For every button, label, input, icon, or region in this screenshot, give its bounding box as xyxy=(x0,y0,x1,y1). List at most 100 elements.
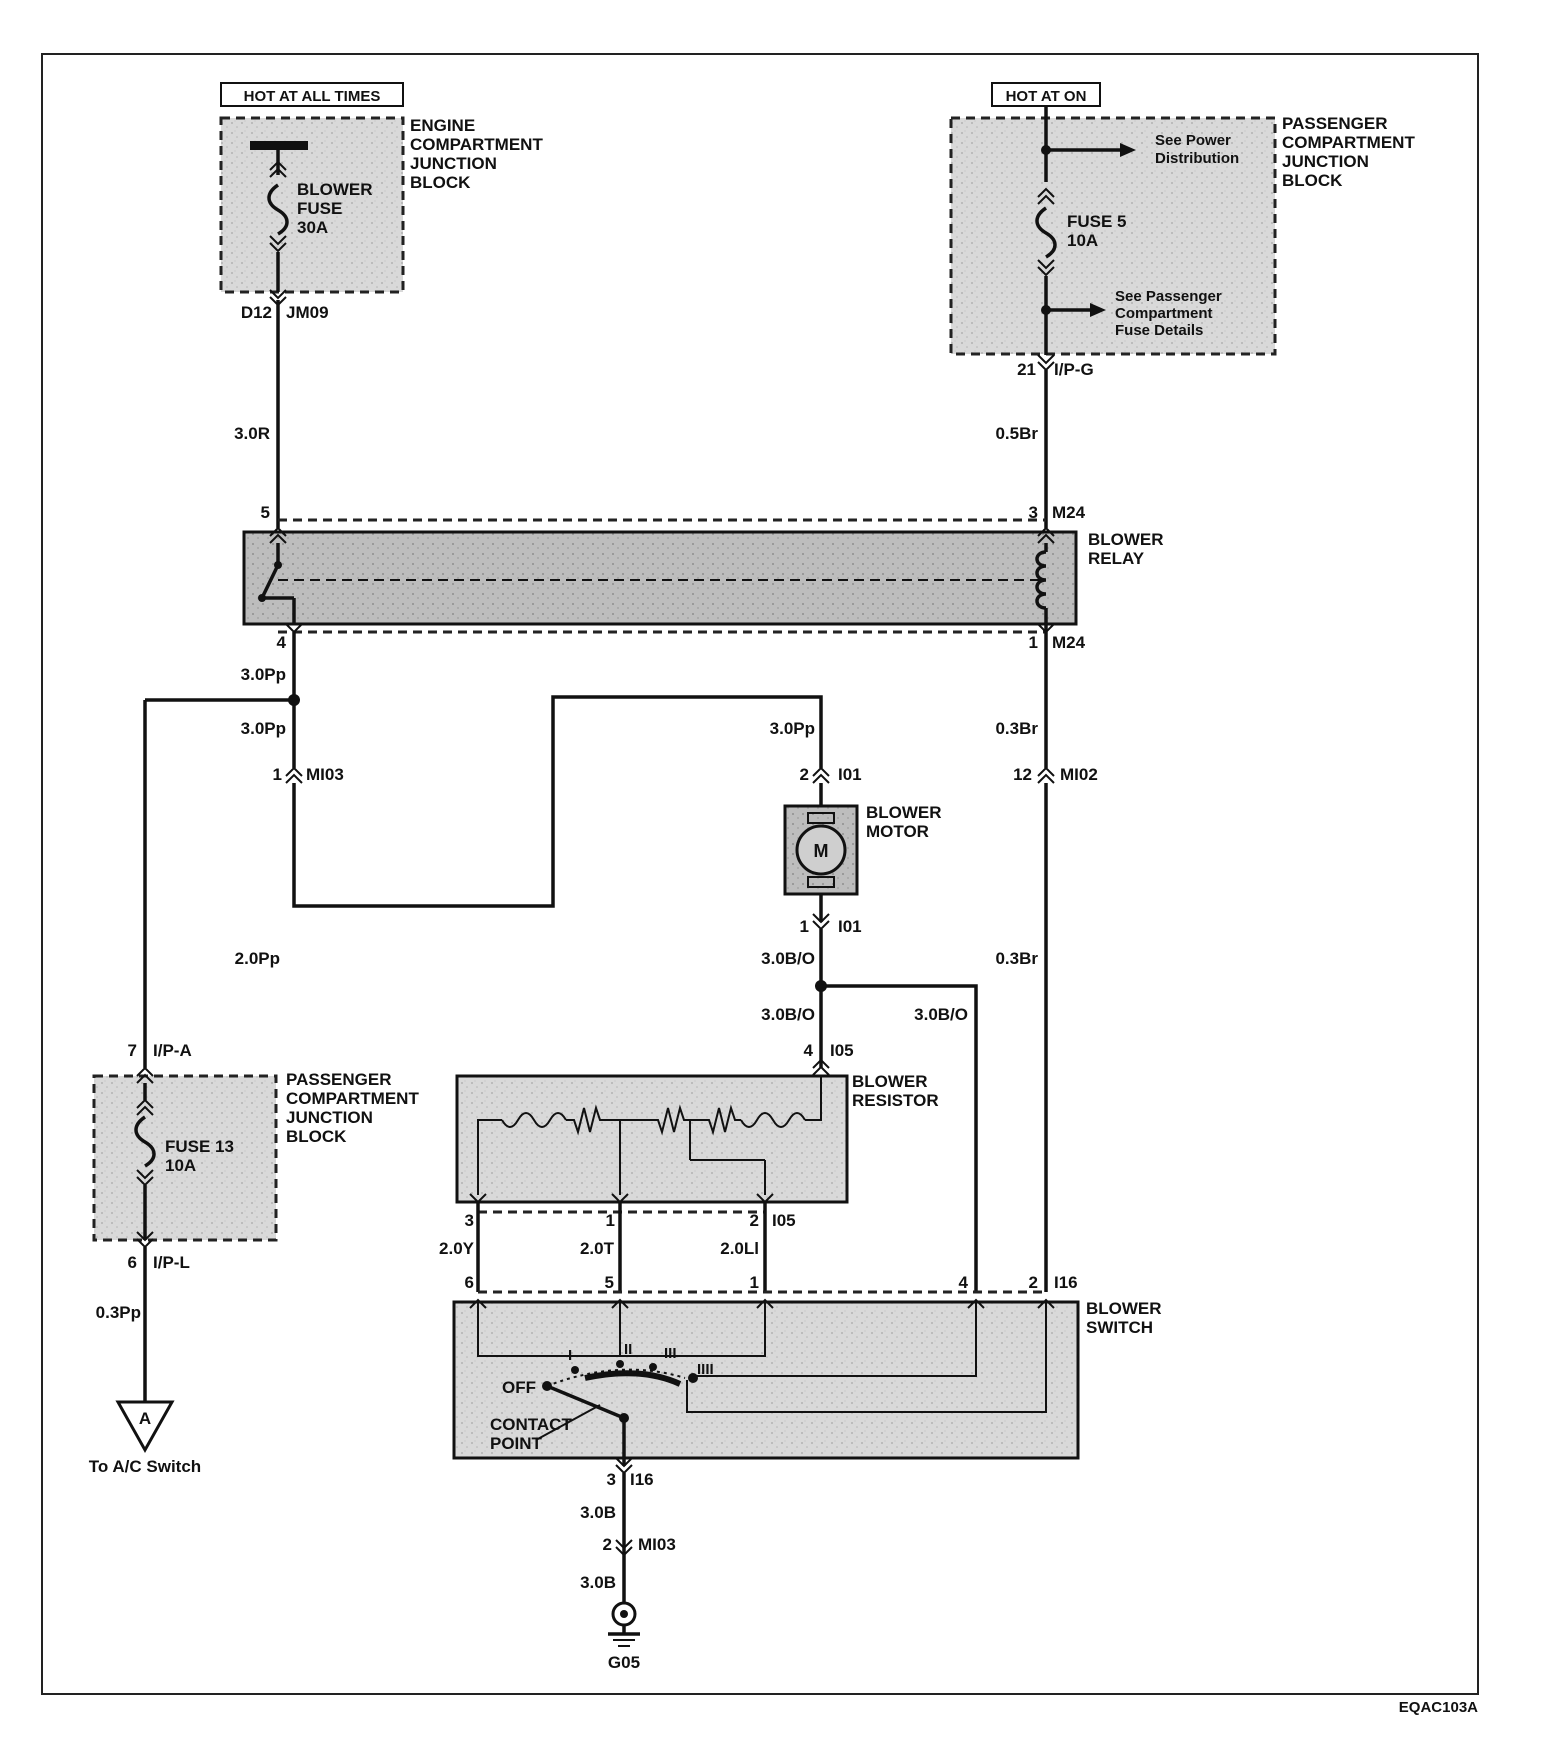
switch-pos-3: III xyxy=(664,1345,677,1362)
engine-jb-label-4: BLOCK xyxy=(410,173,471,192)
fuse13-label-1: FUSE 13 xyxy=(165,1137,234,1156)
hot-at-on-tag: HOT AT ON xyxy=(991,82,1101,107)
terminal-a-letter: A xyxy=(139,1409,151,1428)
switch-pin-6: 6 xyxy=(465,1273,474,1292)
engine-jb-label-2: COMPARTMENT xyxy=(410,135,543,154)
connector-i16-top: I16 xyxy=(1054,1273,1078,1292)
blower-resistor-box xyxy=(455,1074,849,1204)
wire-2-0y: 2.0Y xyxy=(439,1239,475,1258)
relay-switch-contact xyxy=(260,564,280,599)
wire-2-0pp: 2.0Pp xyxy=(235,949,280,968)
blower-relay-label-2: RELAY xyxy=(1088,549,1145,568)
fuse-bus-bar xyxy=(250,141,308,150)
engine-jb-label-1: ENGINE xyxy=(410,116,475,135)
blower-switch-label-1: BLOWER xyxy=(1086,1299,1162,1318)
i05-pin-4: 4 xyxy=(804,1041,814,1060)
fuse5-label-2: 10A xyxy=(1067,231,1098,250)
wire-2-0t: 2.0T xyxy=(580,1239,615,1258)
engine-jb-label-3: JUNCTION xyxy=(410,154,497,173)
mi03-pin-2: 2 xyxy=(603,1535,612,1554)
connector-i01-top: I01 xyxy=(838,765,862,784)
blower-motor-label-2: MOTOR xyxy=(866,822,929,841)
see-passenger-arrow-icon xyxy=(1090,303,1106,317)
passenger-jb-left-label-3: JUNCTION xyxy=(286,1108,373,1127)
connector-ipg: I/P-G xyxy=(1054,360,1094,379)
relay-pin-5: 5 xyxy=(261,503,270,522)
connector-i05-bottom: I05 xyxy=(772,1211,796,1230)
switch-pin-2: 2 xyxy=(1029,1273,1038,1292)
passenger-jb-left-label-4: BLOCK xyxy=(286,1127,347,1146)
ipl-pin-6: 6 xyxy=(128,1253,137,1272)
wire-3-0b-a: 3.0B xyxy=(580,1503,616,1522)
blower-fuse-label-1: BLOWER xyxy=(297,180,373,199)
connector-mi03-bottom: MI03 xyxy=(638,1535,676,1554)
blower-motor-label-1: BLOWER xyxy=(866,803,942,822)
wire-2-0li: 2.0Ll xyxy=(720,1239,759,1258)
fuse13-label-2: 10A xyxy=(165,1156,196,1175)
passenger-junction-block-left-box xyxy=(92,1074,278,1242)
blower-fuse-label-3: 30A xyxy=(297,218,328,237)
relay-connector-m24-top: M24 xyxy=(1052,503,1086,522)
wire-0-3br-b: 0.3Br xyxy=(995,949,1038,968)
connector-ipl: I/P-L xyxy=(153,1253,190,1272)
diagram-frame xyxy=(41,53,1479,1695)
resistor-pin-2: 2 xyxy=(750,1211,759,1230)
blower-relay-box xyxy=(242,530,1078,626)
ground-icon xyxy=(608,1601,640,1647)
terminal-a-icon xyxy=(115,1400,175,1454)
contact-point-label-1: CONTACT xyxy=(490,1415,572,1434)
mi02-pin-12: 12 xyxy=(1013,765,1032,784)
wire-3-0bo-a: 3.0B/O xyxy=(761,949,815,968)
wire-3-0bo-b: 3.0B/O xyxy=(761,1005,815,1024)
blower-resistor-label-1: BLOWER xyxy=(852,1072,928,1091)
wire-0-5br: 0.5Br xyxy=(995,424,1038,443)
passenger-jb-top-label-4: BLOCK xyxy=(1282,171,1343,190)
wire-3-0b-b: 3.0B xyxy=(580,1573,616,1592)
passenger-jb-left-label-1: PASSENGER xyxy=(286,1070,392,1089)
connector-i05-top: I05 xyxy=(830,1041,854,1060)
relay-connector-m24-bottom: M24 xyxy=(1052,633,1086,652)
passenger-jb-top-label-1: PASSENGER xyxy=(1282,114,1388,133)
switch-off-label: OFF xyxy=(502,1378,536,1397)
switch-pin-1: 1 xyxy=(750,1273,759,1292)
i16-pin-3: 3 xyxy=(607,1470,616,1489)
switch-pos-4: IIII xyxy=(697,1361,714,1378)
motor-icon xyxy=(795,824,847,876)
connector-jm09: JM09 xyxy=(286,303,329,322)
passenger-junction-block-top-box xyxy=(949,116,1277,356)
ground-label: G05 xyxy=(608,1653,640,1672)
hot-at-all-times-tag: HOT AT ALL TIMES xyxy=(220,82,404,107)
connector-ipa: I/P-A xyxy=(153,1041,192,1060)
motor-symbol: M xyxy=(814,841,829,861)
connector-mi02: MI02 xyxy=(1060,765,1098,784)
hot-at-all-times-label: HOT AT ALL TIMES xyxy=(244,88,381,105)
blower-switch-label-2: SWITCH xyxy=(1086,1318,1153,1337)
diagram-id: EQAC103A xyxy=(1399,1699,1478,1716)
passenger-jb-top-label-2: COMPARTMENT xyxy=(1282,133,1415,152)
connector-mi03: MI03 xyxy=(306,765,344,784)
blower-fuse-label-2: FUSE xyxy=(297,199,342,218)
passenger-jb-left-label-2: COMPARTMENT xyxy=(286,1089,419,1108)
wire-0-3br-a: 0.3Br xyxy=(995,719,1038,738)
relay-coil-icon xyxy=(1035,550,1047,610)
see-power-arrow-icon xyxy=(1120,143,1136,157)
switch-pin-4: 4 xyxy=(959,1273,969,1292)
ipa-pin-7: 7 xyxy=(128,1041,137,1060)
resistor-pin-3: 3 xyxy=(465,1211,474,1230)
connector-i16-bottom: I16 xyxy=(630,1470,654,1489)
mi03-pin-1: 1 xyxy=(273,765,282,784)
fuse5-label-1: FUSE 5 xyxy=(1067,212,1127,231)
resistor-network-icon xyxy=(477,1075,822,1195)
wire-3-0pp-a: 3.0Pp xyxy=(241,665,286,684)
relay-pin-1: 1 xyxy=(1029,633,1038,652)
passenger-jb-top-label-3: JUNCTION xyxy=(1282,152,1369,171)
see-power-label-1: See Power xyxy=(1155,132,1231,149)
connector-21: 21 xyxy=(1017,360,1036,379)
fuse13-icon xyxy=(134,1115,156,1168)
blower-resistor-label-2: RESISTOR xyxy=(852,1091,939,1110)
switch-pos-1: I xyxy=(568,1347,572,1364)
wire-3-0pp-c: 3.0Pp xyxy=(770,719,815,738)
wire-3-0bo-c: 3.0B/O xyxy=(914,1005,968,1024)
see-passenger-label-3: Fuse Details xyxy=(1115,322,1203,339)
resistor-pin-1: 1 xyxy=(606,1211,615,1230)
